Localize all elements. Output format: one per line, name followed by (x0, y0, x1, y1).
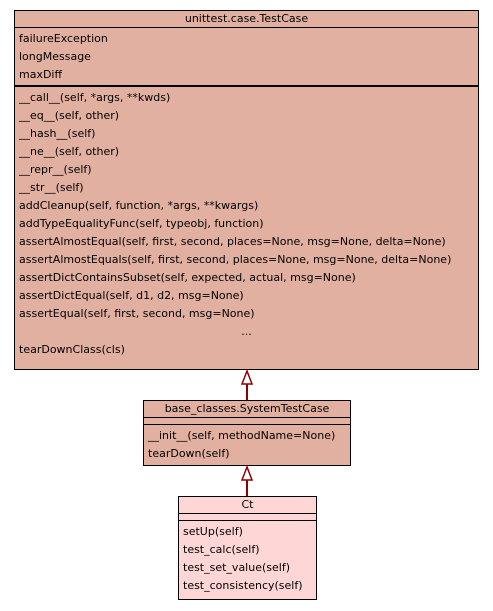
attribute-item: failureException (19, 32, 108, 45)
class-box-ct[interactable]: Ct setUp(self) test_calc(self) test_set_… (178, 496, 317, 600)
method-item: addCleanup(self, function, *args, **kwar… (19, 199, 259, 212)
inheritance-arrowhead-icon (240, 464, 254, 481)
method-item: assertAlmostEquals(self, first, second, … (19, 253, 452, 266)
attribute-item: longMessage (19, 50, 91, 63)
more-methods-ellipsis: ... (241, 325, 252, 338)
method-item: assertAlmostEqual(self, first, second, p… (19, 235, 446, 248)
method-item: tearDown(self) (148, 447, 230, 460)
method-item: tearDownClass(cls) (19, 343, 125, 356)
method-item: test_consistency(self) (183, 579, 303, 592)
methods-section: __call__(self, *args, **kwds) __eq__(sel… (15, 87, 478, 360)
attributes-section: failureException longMessage maxDiff (15, 28, 478, 87)
method-item: addTypeEqualityFunc(self, typeobj, funct… (19, 217, 264, 230)
method-item: assertEqual(self, first, second, msg=Non… (19, 307, 255, 320)
method-item: setUp(self) (183, 525, 243, 538)
attribute-item: maxDiff (19, 68, 63, 81)
attributes-section (144, 418, 350, 425)
class-name: base_classes.SystemTestCase (144, 401, 350, 418)
inheritance-arrowhead-icon (240, 368, 254, 385)
method-item: __init__(self, methodName=None) (148, 429, 336, 442)
method-item: test_set_value(self) (183, 561, 290, 574)
class-box-system-test-case[interactable]: base_classes.SystemTestCase __init__(sel… (143, 400, 351, 466)
method-item: test_calc(self) (183, 543, 260, 556)
method-item: __repr__(self) (19, 163, 92, 176)
method-item: __call__(self, *args, **kwds) (19, 91, 171, 104)
method-item: assertDictEqual(self, d1, d2, msg=None) (19, 289, 244, 302)
method-item: assertDictContainsSubset(self, expected,… (19, 271, 356, 284)
class-name: unittest.case.TestCase (15, 11, 478, 28)
method-item: __ne__(self, other) (19, 145, 120, 158)
methods-section: setUp(self) test_calc(self) test_set_val… (179, 521, 316, 596)
class-box-testcase[interactable]: unittest.case.TestCase failureException … (14, 10, 479, 370)
method-item: __eq__(self, other) (19, 109, 120, 122)
class-name: Ct (179, 497, 316, 514)
methods-section: __init__(self, methodName=None) tearDown… (144, 425, 350, 464)
attributes-section (179, 514, 316, 521)
method-item: __hash__(self) (19, 127, 96, 140)
method-item: __str__(self) (19, 181, 84, 194)
